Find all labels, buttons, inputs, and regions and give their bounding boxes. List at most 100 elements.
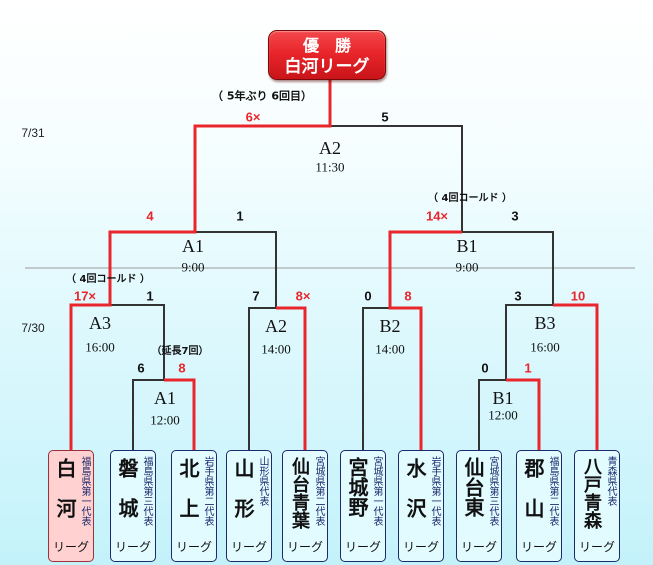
team-name: 仙台青葉 [289, 457, 310, 529]
semi-b-match-name: B1 [456, 236, 478, 256]
semi-b-note: （ 4回コールド ） [428, 193, 512, 204]
line-hachinohe-aomori [553, 303, 599, 452]
team-league: リーグ [230, 540, 267, 554]
team-name: 北上 [176, 458, 200, 538]
line-yamagata [248, 307, 276, 452]
team-league: リーグ [460, 540, 497, 554]
champion-team: 白河リーグ [284, 57, 370, 77]
team-representative: 岩手県第二代表 [202, 456, 213, 526]
line-r1-b1-up [505, 304, 553, 380]
line-koriyama [506, 378, 541, 452]
team-box-kitakami: 北上 岩手県第二代表 リーグ [171, 450, 217, 562]
team-box-hachinohe-aomori: 八戸青森 青森県代表 リーグ [574, 450, 620, 562]
qf-b3-score-left: 3 [514, 288, 522, 304]
team-representative: 岩手県第一代表 [429, 456, 440, 526]
r1-b1-match-name: B1 [492, 388, 514, 408]
team-box-yamagata: 山形 山形県代表 リーグ [226, 450, 272, 562]
team-representative: 青森県代表 [605, 456, 616, 506]
r1-b1-match-time: 12:00 [488, 407, 518, 423]
team-name: 八戸青森 [581, 457, 602, 529]
team-name: 郡山 [521, 458, 545, 538]
r1-a1-score-left: 6 [137, 360, 145, 376]
qf-a2-match-name: A2 [265, 316, 287, 336]
team-representative: 宮城県第三代表 [487, 456, 498, 526]
champion-box: 優 勝 白河リーグ [268, 30, 386, 80]
team-box-shirakawa: 白河 福島県第一代表 リーグ [48, 450, 94, 562]
line-qf-b3-up [462, 231, 554, 305]
date-day1: 7/30 [21, 321, 45, 335]
team-name: 仙台東 [461, 457, 485, 517]
team-representative: 宮城県第二代表 [313, 456, 324, 526]
team-box-koriyama: 郡山 福島県第二代表 リーグ [516, 450, 562, 562]
champion-note: （ 5年ぶり 6回目） [212, 89, 312, 103]
team-box-sendai-aoba: 仙台青葉 宮城県第二代表 リーグ [282, 450, 328, 562]
team-name: 磐城 [115, 458, 139, 538]
semi-a-match-time: 9:00 [181, 259, 205, 275]
team-representative: 福島県第二代表 [547, 456, 558, 526]
qf-b3-match-time: 16:00 [530, 339, 560, 355]
team-name: 水沢 [403, 458, 427, 538]
semi-a-score-left: 4 [146, 208, 154, 224]
qf-a2-score-right: 8× [295, 288, 311, 304]
line-semi-b-up [330, 125, 463, 232]
final-score-right: 5 [381, 109, 389, 125]
team-box-sendai-higashi: 仙台東 宮城県第三代表 リーグ [456, 450, 502, 562]
team-league: リーグ [114, 540, 151, 554]
team-representative: 山形県代表 [257, 456, 268, 506]
r1-a1-match-time: 12:00 [150, 412, 180, 428]
semi-b-score-right: 3 [511, 208, 519, 224]
qf-a3-note: （ 4回コールド ） [66, 274, 150, 285]
final-match-name: A2 [319, 138, 341, 158]
r1-b1-score-right: 1 [524, 360, 532, 376]
team-league: リーグ [52, 540, 89, 554]
semi-b-score-left: 14× [425, 208, 449, 224]
final-match-time: 11:30 [315, 159, 345, 175]
r1-a1-score-right: 8 [178, 360, 186, 376]
team-representative: 宮城県第一代表 [371, 456, 382, 526]
r1-a1-note: （延長7回） [151, 346, 209, 357]
champion-label: 優 勝 [302, 36, 351, 55]
team-league: リーグ [520, 540, 557, 554]
line-iwaki [132, 379, 164, 452]
date-day2: 7/31 [21, 126, 45, 140]
qf-b3-score-right: 10 [570, 288, 586, 304]
semi-a-score-right: 1 [236, 208, 244, 224]
line-qf-a2-up [195, 231, 277, 308]
team-box-miyagino: 宮城野 宮城県第一代表 リーグ [340, 450, 386, 562]
line-miyagino [362, 307, 390, 452]
qf-a3-score-left: 17× [73, 288, 97, 304]
team-name: 山形 [231, 458, 255, 538]
semi-b-match-time: 9:00 [455, 259, 479, 275]
qf-b2-score-left: 0 [364, 288, 372, 304]
team-representative: 福島県第三代表 [141, 456, 152, 526]
line-mizusawa [388, 230, 462, 452]
qf-b3-match-name: B3 [534, 313, 556, 333]
team-representative: 福島県第一代表 [79, 456, 90, 526]
qf-a3-match-time: 16:00 [85, 339, 115, 355]
team-box-mizusawa: 水沢 岩手県第一代表 リーグ [398, 450, 444, 562]
team-name: 白河 [53, 458, 77, 538]
team-box-iwaki: 磐城 福島県第三代表 リーグ [110, 450, 156, 562]
r1-a1-match-name: A1 [154, 388, 176, 408]
team-league: リーグ [402, 540, 439, 554]
qf-a2-match-time: 14:00 [261, 341, 291, 357]
team-name: 宮城野 [345, 457, 369, 517]
qf-b2-match-time: 14:00 [375, 341, 405, 357]
team-league: リーグ [286, 540, 323, 554]
qf-a3-match-name: A3 [89, 313, 111, 333]
line-shirakawa-champion-path [69, 80, 332, 452]
qf-b2-match-name: B2 [379, 316, 401, 336]
line-sendai-aoba [276, 306, 307, 452]
team-league: リーグ [578, 540, 615, 554]
qf-b2-score-right: 8 [404, 288, 412, 304]
r1-b1-score-left: 0 [481, 360, 489, 376]
semi-a-match-name: A1 [182, 236, 204, 256]
line-r1-a1-up [110, 304, 165, 380]
team-league: リーグ [344, 540, 381, 554]
line-kitakami [164, 378, 196, 452]
qf-a2-score-left: 7 [252, 288, 260, 304]
line-sendai-higashi [478, 379, 506, 452]
final-score-left: 6× [245, 109, 261, 125]
